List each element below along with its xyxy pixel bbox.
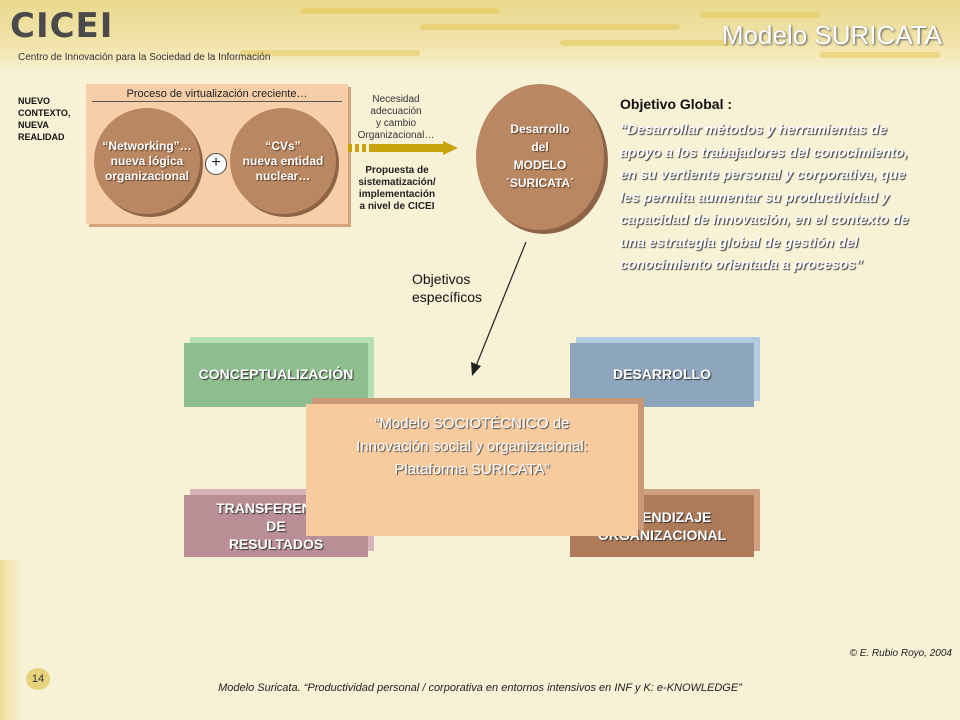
goal-line: en su vertiente personal y corporativa, … — [620, 166, 906, 182]
plus-icon: + — [205, 153, 227, 175]
global-goal-text: “Desarrollar métodos y herramientas de a… — [620, 118, 940, 276]
process-title: Proceso de virtualización creciente… — [92, 88, 342, 102]
footer-caption: Modelo Suricata. “Productividad personal… — [218, 682, 742, 694]
slide-title: Modelo SURICATA — [721, 20, 942, 50]
context-line: CONTEXTO, — [18, 108, 71, 118]
transferencia-label: TRANSFERENCIA DE RESULTADOS — [184, 499, 368, 553]
goal-line: una estrategia global de gestión del — [620, 233, 859, 250]
proposal-line: sistematización/ — [358, 177, 436, 188]
model-line: ´SURICATA´ — [505, 176, 575, 190]
model-line: MODELO — [513, 158, 567, 172]
logo-subtitle: Centro de Innovación para la Sociedad de… — [18, 52, 271, 63]
header-band — [0, 0, 960, 72]
goal-line: conocimiento orientada a procesos” — [620, 256, 863, 272]
center-line: Innovación social y organizacional: — [356, 438, 588, 455]
context-line: NUEVO — [18, 96, 51, 106]
center-line: Plataforma SURICATA” — [394, 461, 550, 478]
transferencia-line: DE — [266, 518, 286, 534]
copyright: © E. Rubio Royo, 2004 — [849, 648, 952, 659]
cvs-circle: “CVs” nueva entidad nuclear… — [230, 108, 336, 214]
networking-line: nueva lógica — [110, 153, 184, 168]
networking-line: organizacional — [104, 168, 190, 183]
center-line: “Modelo SOCIOTÉCNICO de — [374, 415, 570, 432]
page-number: 14 — [26, 668, 50, 690]
proposal-line: a nivel de CICEI — [359, 201, 435, 212]
cicei-logo: CICEI — [10, 6, 114, 46]
context-line: NUEVA — [18, 120, 49, 130]
proposal-text: Propuesta de sistematización/ implementa… — [344, 165, 450, 213]
sociotechnical-model-text: “Modelo SOCIOTÉCNICO de Innovación socia… — [306, 412, 638, 481]
transferencia-line: RESULTADOS — [228, 536, 324, 552]
cvs-line: nuclear… — [255, 168, 311, 183]
networking-circle: “Networking”… nueva lógica organizaciona… — [94, 108, 200, 214]
model-development-text: Desarrollo del MODELO ´SURICATA´ — [476, 120, 604, 192]
networking-line: “Networking”… — [102, 138, 192, 153]
model-line: Desarrollo — [510, 122, 570, 136]
context-line: REALIDAD — [18, 132, 65, 142]
conceptualizacion-label: CONCEPTUALIZACIÓN — [198, 366, 354, 382]
specific-objectives-label: Objetivos específicos — [412, 270, 482, 306]
desarrollo-label: DESARROLLO — [613, 366, 711, 382]
conceptualizacion-box: CONCEPTUALIZACIÓN — [184, 343, 368, 407]
need-adaptation-text: Necesidad adecuación y cambio Organizaci… — [346, 94, 446, 142]
goal-line: capacidad de innovación, en el contexto … — [620, 211, 909, 227]
need-line: Organizacional… — [357, 130, 435, 141]
decorative-left-strip — [0, 560, 22, 720]
model-development-circle — [476, 84, 604, 230]
specific-objectives-line: Objetivos — [412, 271, 471, 287]
sociotechnical-model-box — [306, 404, 638, 536]
global-goal-heading: Objetivo Global : — [620, 96, 733, 112]
cvs-line: nueva entidad — [242, 153, 324, 168]
goal-line: “Desarrollar métodos y herramientas de — [620, 121, 887, 137]
cvs-line: “CVs” — [265, 138, 301, 153]
proposal-line: Propuesta de — [365, 165, 429, 176]
goal-line: les permita aumentar su productividad y — [620, 188, 890, 205]
model-line: del — [531, 140, 549, 154]
new-context-label: NUEVO CONTEXTO, NUEVA REALIDAD — [18, 95, 70, 143]
desarrollo-box: DESARROLLO — [570, 343, 754, 407]
connector-arrow-icon — [471, 241, 527, 376]
need-line: y cambio — [375, 118, 416, 129]
proposal-line: implementación — [358, 189, 436, 200]
transition-arrow-icon — [348, 141, 458, 155]
need-line: Necesidad — [372, 94, 420, 105]
specific-objectives-line: específicos — [412, 289, 483, 305]
transferencia-line: TRANSFERENCIA — [216, 500, 336, 516]
goal-line: apoyo a los trabajadores del conocimient… — [620, 143, 908, 160]
need-line: adecuación — [370, 106, 422, 117]
